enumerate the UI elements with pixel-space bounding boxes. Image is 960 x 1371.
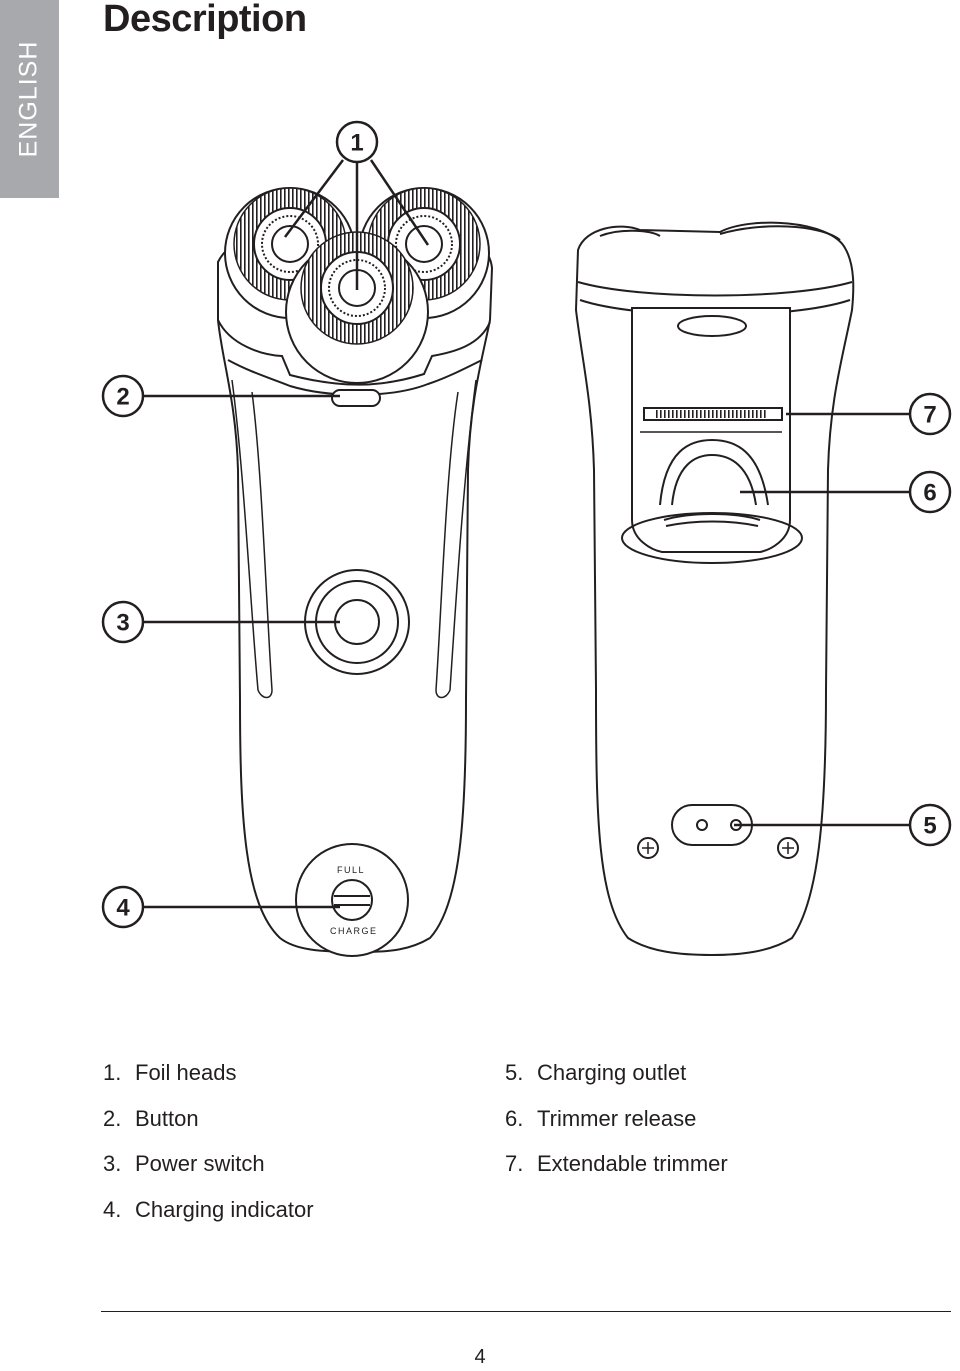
svg-text:6: 6	[923, 480, 936, 507]
callout-6: 6	[908, 470, 952, 514]
screw-right	[777, 837, 799, 859]
callout-3: 3	[101, 600, 145, 644]
back-head-band-1	[577, 281, 853, 297]
svg-text:5: 5	[923, 813, 936, 840]
svg-text:7: 7	[923, 402, 936, 429]
front-left-groove	[231, 379, 273, 699]
legend-item: 3.Power switch	[103, 1151, 265, 1176]
callout-4: 4	[101, 885, 145, 929]
power-switch	[304, 569, 410, 675]
parts-legend-right: 5.Charging outlet 6.Trimmer release 7.Ex…	[505, 1060, 728, 1197]
shaver-back-view	[574, 221, 855, 957]
callout-5: 5	[908, 803, 952, 847]
shaver-front-view: FULL CHARGE	[217, 187, 494, 957]
trimmer-release-arch	[659, 438, 769, 506]
page-number: 4	[474, 1346, 486, 1368]
legend-item: 6.Trimmer release	[505, 1105, 697, 1131]
callout-1: 1	[335, 120, 379, 164]
screw-left	[637, 837, 659, 859]
callout-7: 7	[908, 392, 952, 436]
back-top-cap	[599, 225, 841, 241]
legend-item: 5.Charging outlet	[505, 1060, 687, 1085]
callout-2: 2	[101, 374, 145, 418]
trimmer-panel	[621, 307, 803, 564]
charging-outlet	[671, 804, 753, 846]
indicator-full-label: FULL	[337, 865, 365, 875]
legend-item: 2.Button	[103, 1105, 199, 1131]
indicator-charge-label: CHARGE	[330, 926, 378, 936]
footer-divider	[101, 1311, 951, 1312]
svg-text:1: 1	[350, 130, 363, 157]
svg-text:2: 2	[116, 384, 129, 411]
language-tab: ENGLISH	[0, 0, 59, 198]
shaver-diagram: FULL CHARGE	[101, 120, 952, 957]
page-title: Description	[103, 0, 307, 40]
front-right-groove	[435, 379, 477, 699]
parts-legend-left: 1.Foil heads 2.Button 3.Power switch 4.C…	[103, 1060, 314, 1242]
legend-item: 4.Charging indicator	[103, 1196, 314, 1222]
svg-text:3: 3	[116, 610, 129, 637]
front-head-band	[217, 319, 491, 386]
legend-item: 7.Extendable trimmer	[505, 1151, 728, 1176]
svg-text:4: 4	[116, 895, 130, 922]
head-release-button	[331, 389, 381, 407]
leader-lines	[141, 159, 911, 909]
legend-item: 1.Foil heads	[103, 1060, 237, 1085]
charging-indicator: FULL CHARGE	[295, 843, 409, 957]
